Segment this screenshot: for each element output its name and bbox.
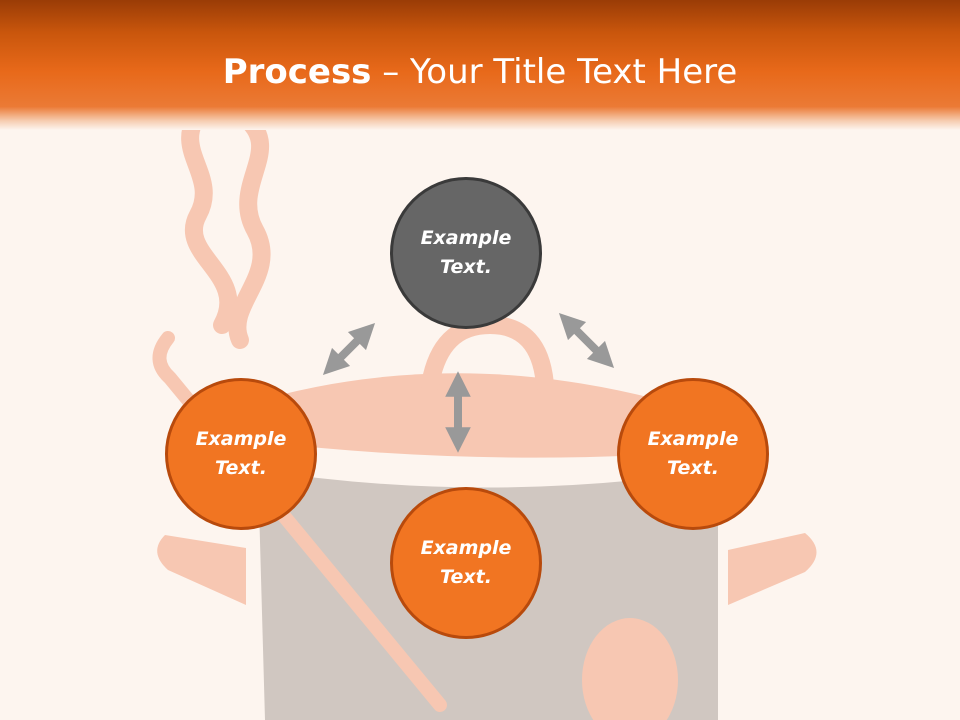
node-right-line2: Text. [667, 457, 719, 479]
node-right-line1: Example [647, 428, 739, 450]
pot-right-handle [728, 533, 817, 605]
pot-lid [262, 373, 700, 461]
node-top-line2: Text. [440, 256, 492, 278]
ladle-handle [152, 331, 447, 712]
node-left-line1: Example [195, 428, 287, 450]
pot-left-handle [157, 535, 246, 605]
node-left-line2: Text. [215, 457, 267, 479]
header-bar [0, 0, 960, 130]
title-rest: – Your Title Text Here [371, 52, 738, 92]
node-bottom: Example Text. [390, 487, 542, 639]
node-top: Example Text. [390, 177, 542, 329]
slide-title: Process – Your Title Text Here [0, 52, 960, 92]
title-bold: Process [222, 52, 372, 92]
node-right: Example Text. [617, 378, 769, 530]
node-top-line1: Example [420, 227, 512, 249]
arrow-top-right [558, 312, 615, 369]
node-left: Example Text. [165, 378, 317, 530]
node-bottom-line1: Example [420, 537, 512, 559]
arrow-top-left [322, 322, 376, 376]
ladle-bowl [582, 618, 678, 720]
node-bottom-line2: Text. [440, 566, 492, 588]
steam-icon [228, 109, 271, 349]
steam-icon [181, 103, 238, 334]
